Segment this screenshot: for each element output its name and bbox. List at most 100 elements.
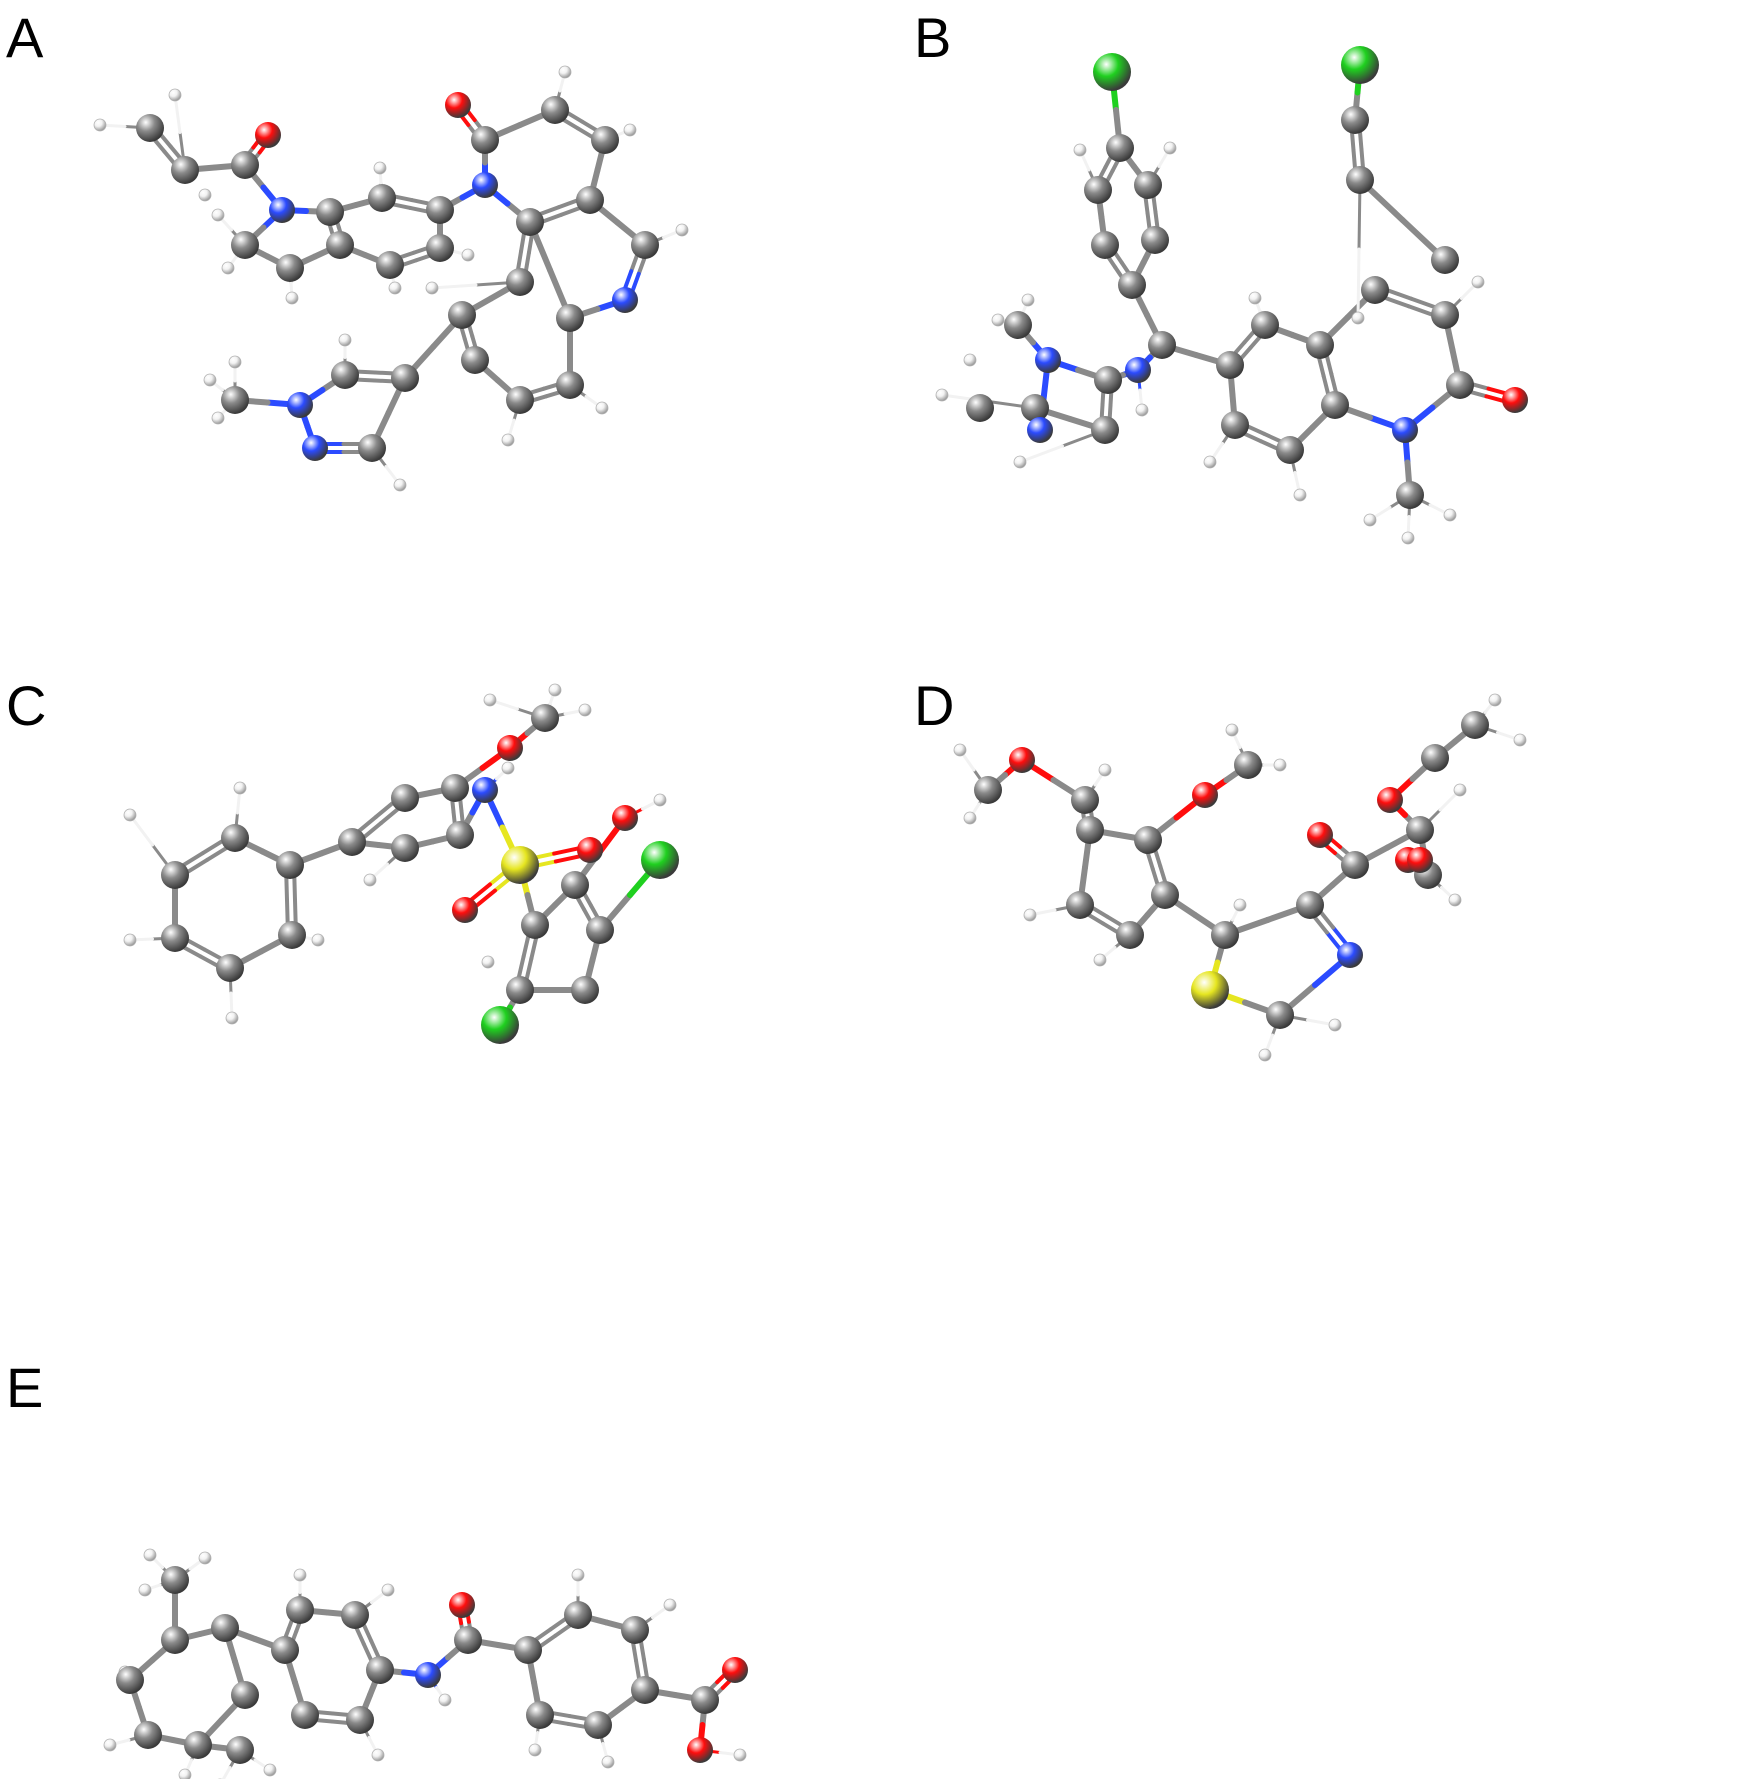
carbon-atom (391, 834, 419, 862)
hydrogen-atom (211, 411, 225, 425)
nitrogen-atom (1035, 347, 1061, 373)
hydrogen-atom (548, 683, 562, 697)
hydrogen-atom (1093, 953, 1107, 967)
hydrogen-atom (138, 1583, 152, 1597)
hydrogen-atom (623, 123, 637, 137)
panel-e: E (0, 1350, 870, 1779)
carbon-atom (426, 196, 454, 224)
hydrogen-atom (1471, 275, 1485, 289)
hydrogen-atom (1401, 531, 1415, 545)
carbon-atom (341, 1601, 369, 1629)
oxygen-atom (1307, 822, 1333, 848)
carbon-atom (691, 1686, 719, 1714)
nitrogen-atom (302, 435, 328, 461)
carbon-atom (591, 126, 619, 154)
molecule-e (103, 1548, 748, 1779)
carbon-atom (1071, 786, 1099, 814)
hydrogen-atom (601, 1755, 615, 1769)
carbon-atom (216, 954, 244, 982)
panel-label-a: A (6, 6, 44, 69)
carbon-atom (231, 1681, 259, 1709)
hydrogen-atom (481, 955, 495, 969)
hydrogen-atom (558, 65, 572, 79)
bond (1356, 178, 1362, 320)
oxygen-atom (445, 92, 471, 118)
carbon-atom (331, 361, 359, 389)
hydrogen-atom (1225, 723, 1239, 737)
carbon-atom (1276, 436, 1304, 464)
carbon-atom (974, 776, 1002, 804)
hydrogen-atom (571, 1568, 585, 1582)
carbon-atom (506, 976, 534, 1004)
carbon-atom (171, 156, 199, 184)
carbon-atom (448, 301, 476, 329)
hydrogen-atom (935, 388, 949, 402)
nitrogen-atom (1125, 357, 1151, 383)
sulfur-atom (501, 846, 539, 884)
carbon-atom (338, 828, 366, 856)
carbon-atom (391, 784, 419, 812)
nitrogen-atom (287, 392, 313, 418)
hydrogen-atom (198, 1551, 212, 1565)
oxygen-atom (722, 1657, 748, 1683)
carbon-atom (441, 774, 469, 802)
carbon-atom (1396, 481, 1424, 509)
hydrogen-atom (1248, 291, 1262, 305)
carbon-atom (366, 1656, 394, 1684)
carbon-atom (621, 1616, 649, 1644)
carbon-atom (291, 1701, 319, 1729)
oxygen-atom (612, 805, 638, 831)
carbon-atom (271, 1636, 299, 1664)
hydrogen-atom (381, 1583, 395, 1597)
carbon-atom (1091, 231, 1119, 259)
carbon-atom (161, 924, 189, 952)
carbon-atom (561, 871, 589, 899)
carbon-atom (506, 268, 534, 296)
hydrogen-atom (225, 1011, 239, 1025)
carbon-atom (161, 1626, 189, 1654)
carbon-atom (1461, 711, 1489, 739)
hydrogen-atom (461, 248, 475, 262)
hydrogen-atom (1488, 693, 1502, 707)
oxygen-atom (1192, 782, 1218, 808)
panel-label-b: B (914, 6, 952, 69)
hydrogen-atom (653, 793, 667, 807)
hydrogen-atom (1293, 488, 1307, 502)
carbon-atom (1141, 226, 1169, 254)
hydrogen-atom (595, 401, 609, 415)
panel-label-d: D (914, 674, 955, 737)
carbon-atom (564, 1601, 592, 1629)
hydrogen-atom (1453, 783, 1467, 797)
molecule-b (935, 46, 1528, 545)
hydrogen-atom (388, 281, 402, 295)
carbon-atom (1221, 411, 1249, 439)
carbon-atom (531, 704, 559, 732)
carbon-atom (1431, 246, 1459, 274)
nitrogen-atom (1392, 417, 1418, 443)
oxygen-atom (577, 837, 603, 863)
carbon-atom (358, 434, 386, 462)
sulfur-atom (1191, 971, 1229, 1009)
panel-a: A (0, 0, 870, 600)
carbon-atom (376, 251, 404, 279)
hydrogen-atom (675, 223, 689, 237)
carbon-atom (1066, 891, 1094, 919)
oxygen-atom (1377, 787, 1403, 813)
panel-c: C (0, 670, 870, 1230)
hydrogen-atom (528, 1743, 542, 1757)
carbon-atom (426, 234, 454, 262)
carbon-atom (1341, 851, 1369, 879)
panel-b: B (880, 0, 1755, 640)
hydrogen-atom (168, 88, 182, 102)
hydrogen-atom (103, 1738, 117, 1752)
carbon-atom (278, 921, 306, 949)
carbon-atom (556, 304, 584, 332)
carbon-atom (221, 386, 249, 414)
carbon-atom (471, 126, 499, 154)
carbon-atom (1084, 176, 1112, 204)
nitrogen-atom (472, 172, 498, 198)
carbon-atom (526, 1701, 554, 1729)
chlorine-atom (1093, 53, 1131, 91)
hydrogen-atom (203, 373, 217, 387)
panel-d: D (880, 670, 1755, 1230)
